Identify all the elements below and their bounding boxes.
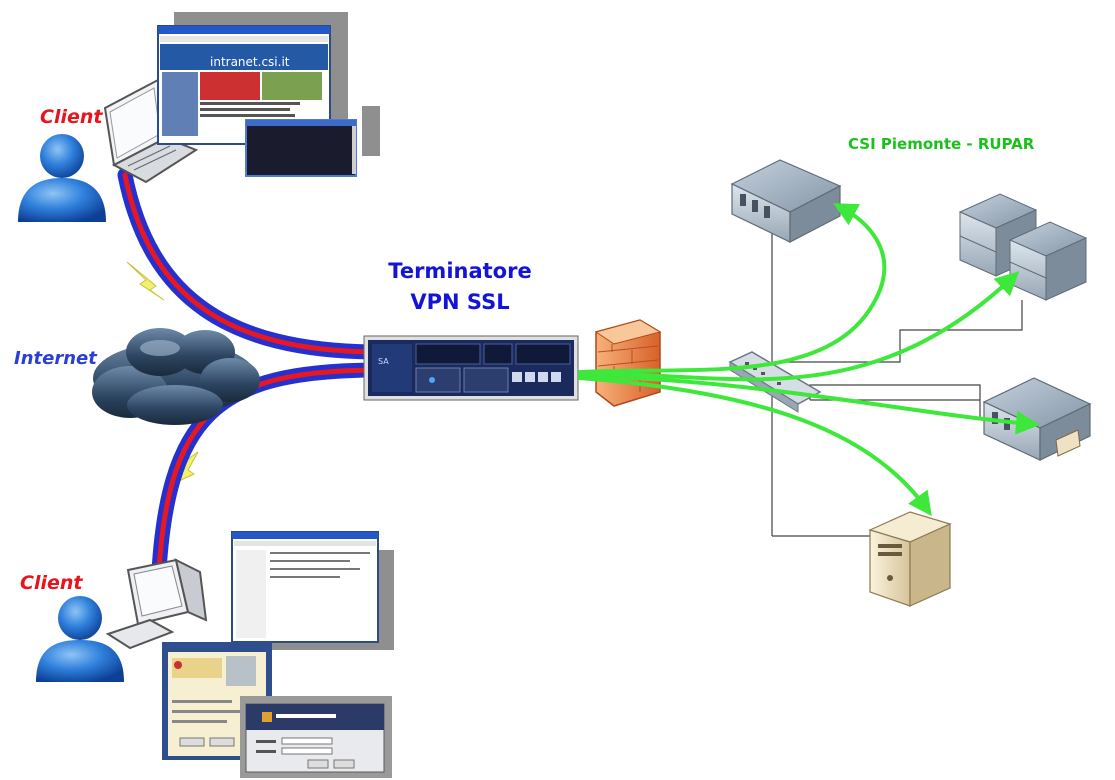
user-icon — [36, 596, 124, 682]
network-name-label: CSI Piemonte - RUPAR — [848, 135, 1035, 153]
vpn-terminator-label-line1: Terminatore — [388, 259, 532, 283]
client-label-top: Client — [40, 106, 103, 128]
screenshot-thumbnail-icon — [240, 696, 392, 778]
vpn-appliance-icon: SA — [363, 335, 579, 401]
desktop-pc-icon — [105, 558, 208, 650]
firewall-icon — [594, 319, 662, 407]
screenshot-thumbnail-icon — [231, 531, 394, 650]
rack-server-icon — [982, 377, 1092, 461]
rack-server-icon — [958, 193, 1088, 301]
cloud-icon — [92, 328, 260, 425]
lightning-icon — [126, 261, 165, 301]
user-icon — [18, 134, 106, 222]
internet-label: Internet — [14, 348, 97, 369]
rack-server-icon — [730, 159, 842, 243]
svg-text:SA: SA — [378, 357, 389, 366]
vpn-tunnel-top — [117, 167, 380, 360]
traffic-arrows — [578, 203, 1040, 517]
svg-text:intranet.csi.it: intranet.csi.it — [210, 55, 290, 69]
tower-server-icon — [868, 511, 952, 607]
vpn-terminator-label-line2: VPN SSL — [410, 290, 510, 314]
client-label-bottom: Client — [20, 572, 83, 594]
screenshot-thumbnail-icon: intranet.csi.it — [157, 12, 380, 177]
laptop-icon — [103, 78, 199, 184]
vpn-terminator-label: Terminatore VPN SSL — [370, 256, 550, 318]
